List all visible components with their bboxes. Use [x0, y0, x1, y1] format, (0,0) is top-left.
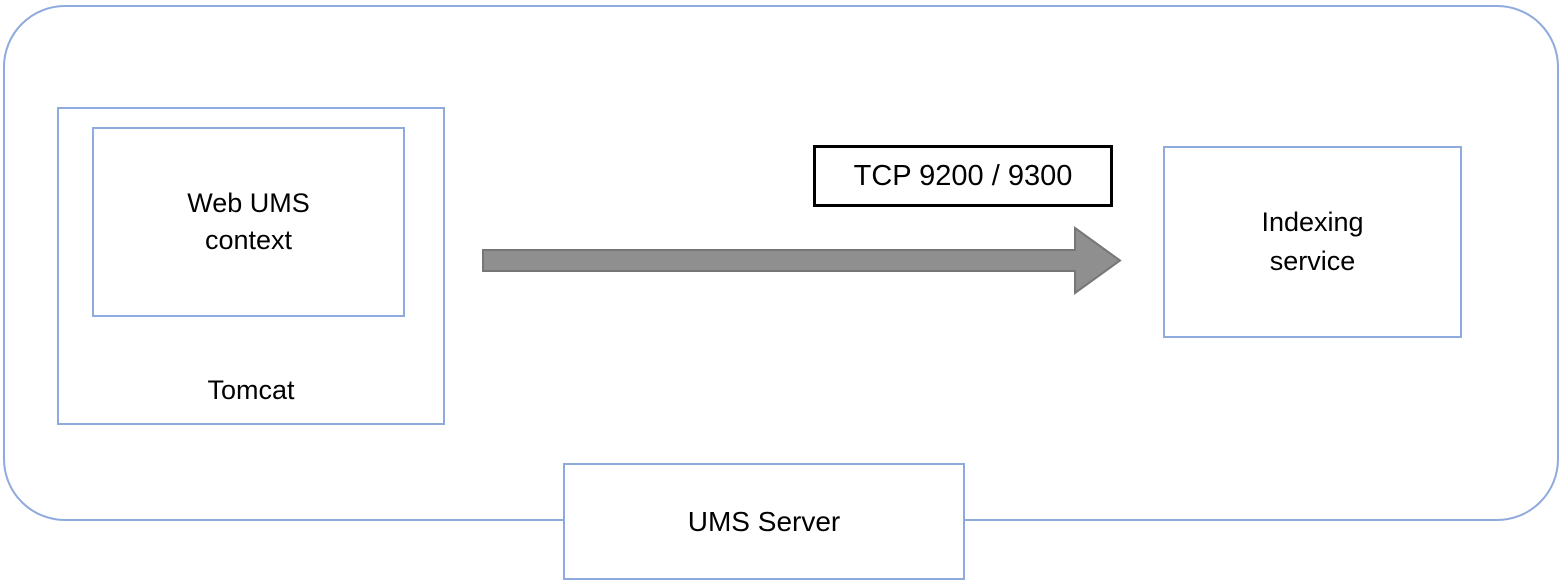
indexing-service-label: Indexing service — [1261, 207, 1364, 276]
tcp-port-label: TCP 9200 / 9300 — [853, 159, 1073, 192]
tomcat-label: Tomcat — [207, 375, 295, 405]
indexing-service-box: Indexing service — [1163, 146, 1462, 338]
connection-arrow-right — [482, 226, 1122, 295]
web-ums-context-box: Web UMS context — [92, 127, 405, 317]
ums-server-box: UMS Server — [563, 463, 965, 580]
ums-server-label: UMS Server — [687, 505, 841, 537]
tcp-port-label-box: TCP 9200 / 9300 — [813, 145, 1113, 207]
web-ums-context-label: Web UMS context — [187, 188, 310, 255]
